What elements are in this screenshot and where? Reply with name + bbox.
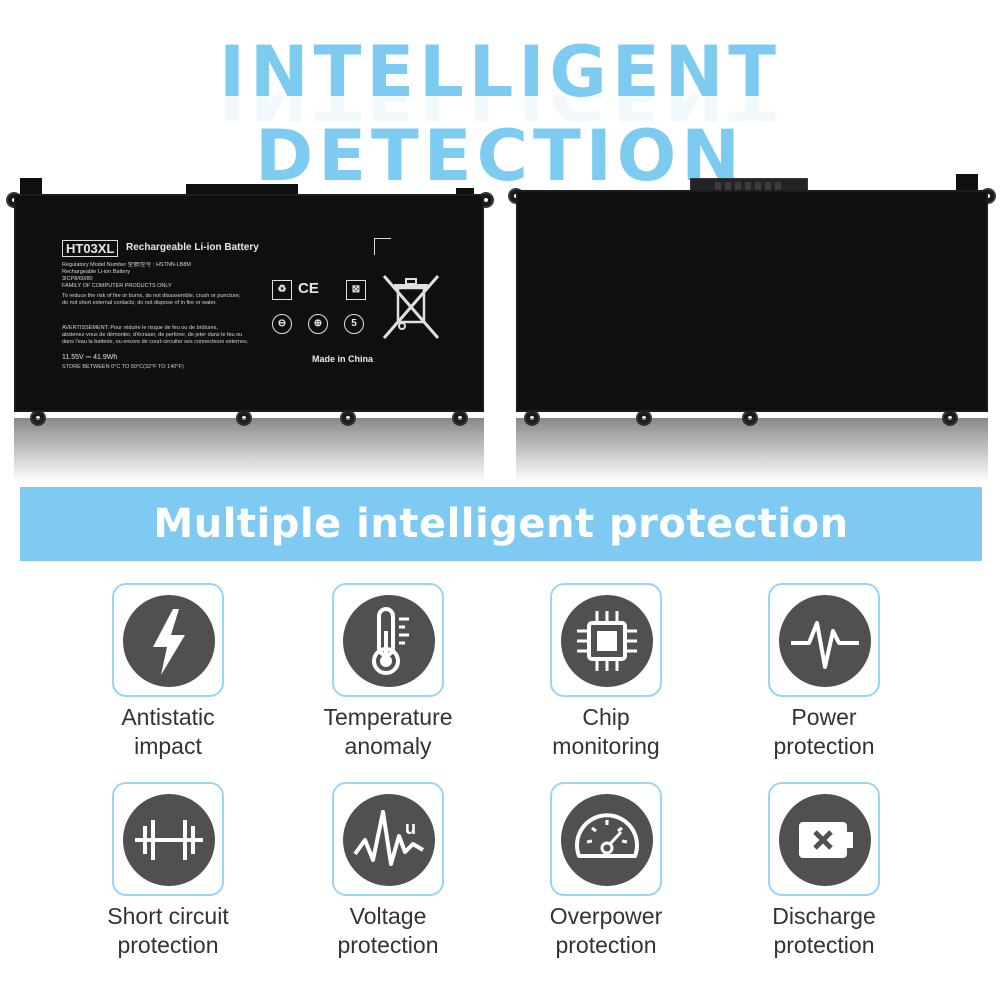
protection-banner: Multiple intelligent protection (20, 487, 982, 561)
battery-model: HT03XL (62, 240, 119, 257)
battery-reflection (516, 418, 988, 482)
thermometer-icon (343, 595, 435, 687)
voltage-wave-icon: u (343, 794, 435, 886)
certification-icon: ⊕ (308, 314, 328, 334)
made-in-china: Made in China (312, 354, 374, 364)
chip-icon (561, 595, 653, 687)
warning-line: To reduce the risk of fire or burns, do … (62, 293, 241, 299)
family-line: FAMILY OF COMPUTER PRODUCTS ONLY (62, 283, 172, 289)
feature-frame (550, 782, 662, 896)
avert-line: AVERTISSEMENT: Pour réduire le risque de… (62, 325, 219, 331)
battery-front: HT03XL Rechargeable Li-ion Battery Regul… (14, 194, 484, 412)
feature-frame (768, 583, 880, 697)
feature-frame (550, 583, 662, 697)
compliance-icon: ⊠ (346, 280, 366, 300)
battery-title: Rechargeable Li-ion Battery (126, 242, 259, 253)
corner-mark (374, 238, 391, 255)
voltage-letter: u (405, 818, 416, 838)
feature-frame (112, 583, 224, 697)
crossed-bin-icon (382, 275, 440, 339)
short-circuit-icon (123, 794, 215, 886)
ce-mark-icon: CE (298, 280, 319, 297)
headline: INTELLIGENT DETECTION (218, 31, 782, 197)
battery-spec: 11.55V ⎓ 41.9Wh (62, 354, 118, 361)
recycle-icon: ♻ (272, 280, 292, 300)
avert-line: dans l'eau la batterie, ou encore de cou… (62, 339, 249, 345)
battery-reflection (14, 418, 484, 482)
battery-tab (956, 174, 978, 194)
battery-tab (20, 178, 42, 198)
battery-tab (456, 188, 474, 198)
feature-frame (332, 583, 444, 697)
five-year-icon: 5 (344, 314, 364, 334)
banner-title: Multiple intelligent protection (153, 501, 849, 547)
battery-label: HT03XL Rechargeable Li-ion Battery Regul… (62, 234, 452, 394)
cells-line: 3ICP8/60/80 (62, 276, 93, 282)
speedometer-icon (561, 794, 653, 886)
feature-frame (768, 782, 880, 896)
battery-storage: STORE BETWEEN 0°C TO 50°C(32°F TO 140°F) (62, 364, 184, 370)
feature-frame: u (332, 782, 444, 896)
pulse-icon (779, 595, 871, 687)
battery-back (516, 190, 988, 412)
safety-icon: ⊖ (272, 314, 292, 334)
battery-fine-print: Regulatory Model Number 型號/型号 : HSTNN-LB… (62, 262, 252, 346)
lightning-icon (123, 595, 215, 687)
avert-line: abstenez-vous de démonter, d'écraser, de… (62, 332, 243, 338)
regulatory-line: Regulatory Model Number 型號/型号 : HSTNN-LB… (62, 262, 191, 268)
type-line: Rechargeable Li-ion Battery (62, 269, 131, 275)
warning-line: do not short external contacts; do not d… (62, 300, 217, 306)
battery-tab (186, 184, 298, 196)
feature-frame (112, 782, 224, 896)
battery-x-icon (779, 794, 871, 886)
